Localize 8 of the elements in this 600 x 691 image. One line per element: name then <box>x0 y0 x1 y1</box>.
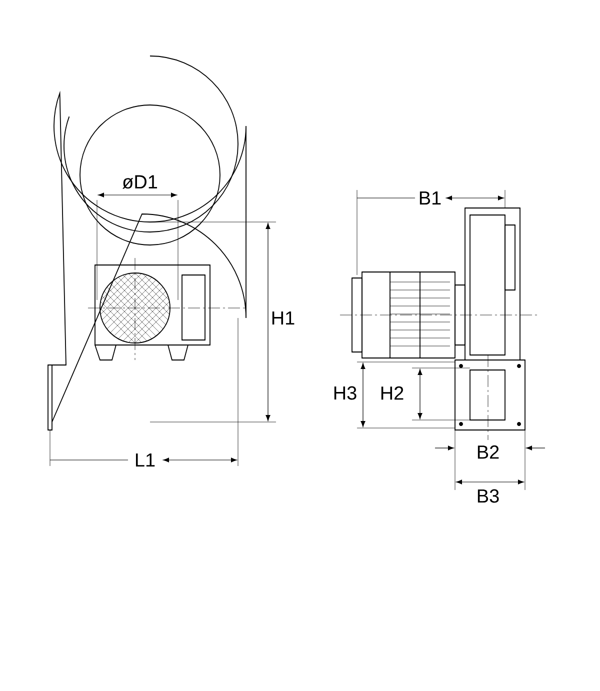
dimension-label: H2 <box>381 386 404 400</box>
dimension-label: øD1 <box>122 175 157 189</box>
dimension-label: B3 <box>478 489 499 503</box>
dimension-label: L1 <box>136 453 155 467</box>
dimension-label: B1 <box>420 191 441 205</box>
dimension-label: B2 <box>478 445 499 459</box>
dimension-label: H1 <box>272 311 294 325</box>
dimension-label: H3 <box>334 386 356 400</box>
